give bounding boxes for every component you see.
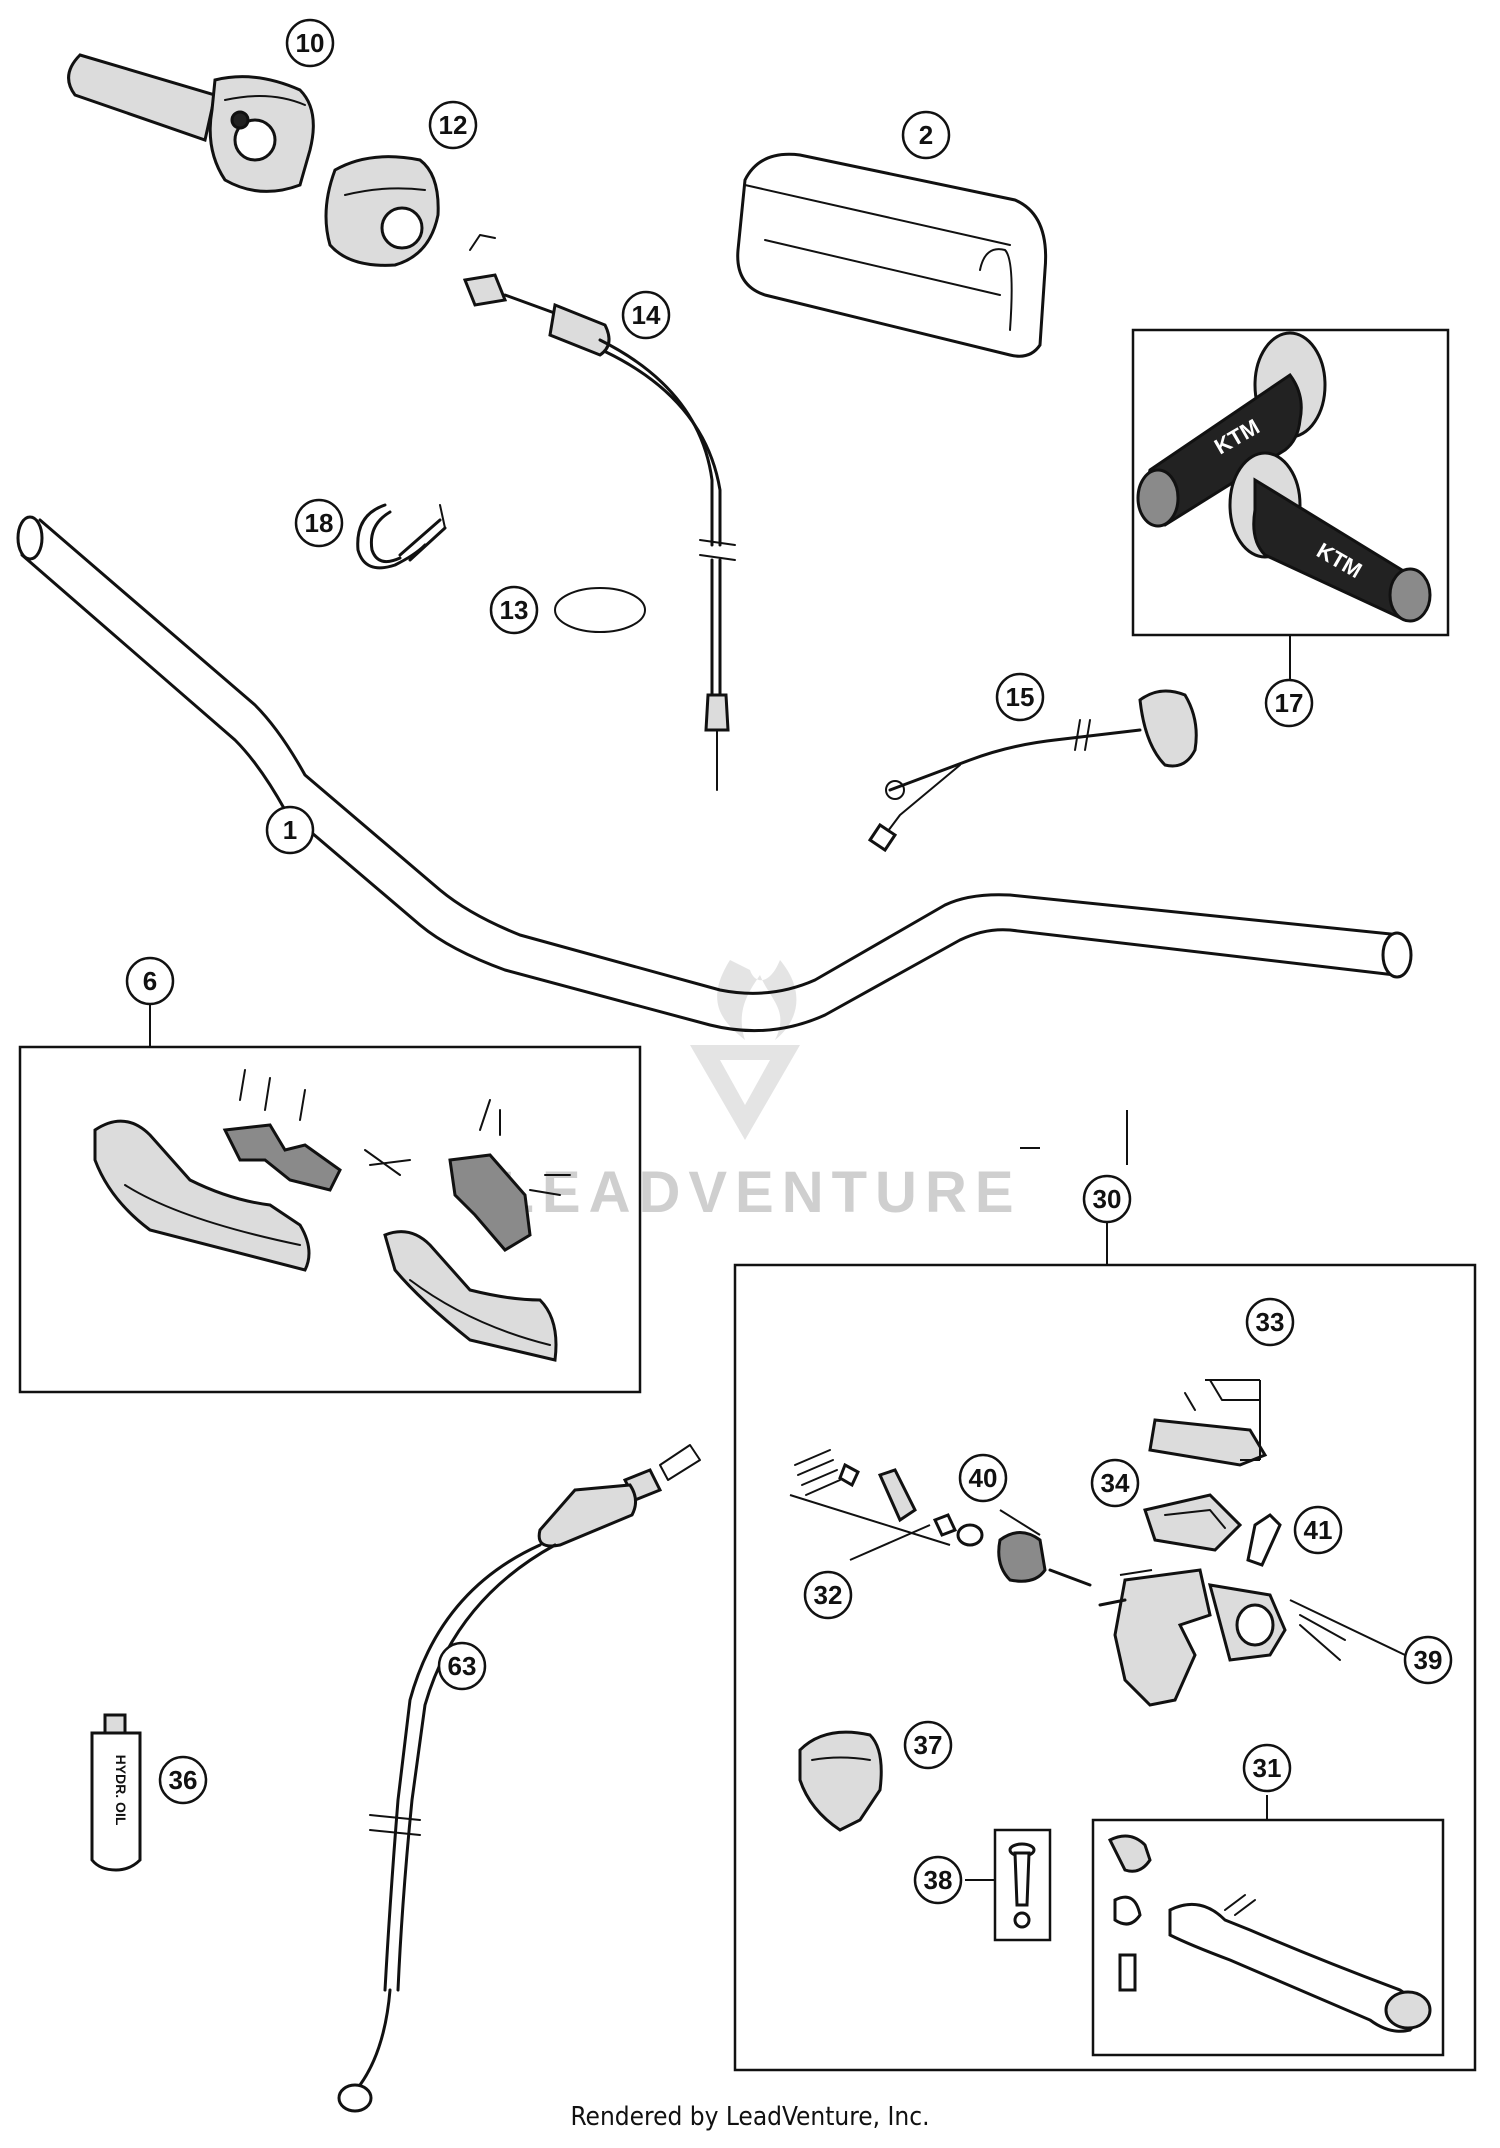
part-kill-switch xyxy=(867,689,1198,853)
watermark: LEADVENTURE xyxy=(498,960,1021,1225)
callout-13: 13 xyxy=(489,585,539,635)
part-throttle-grip xyxy=(67,53,315,193)
svg-text:33: 33 xyxy=(1256,1307,1285,1337)
svg-text:30: 30 xyxy=(1093,1184,1122,1214)
callout-37: 37 xyxy=(903,1720,953,1770)
svg-text:37: 37 xyxy=(914,1730,943,1760)
handguard-box xyxy=(18,1045,642,1394)
part-hydraulic-oil: HYDR. OIL xyxy=(90,1713,142,1872)
svg-text:39: 39 xyxy=(1414,1645,1443,1675)
part-handguards xyxy=(93,1069,571,1362)
svg-text:40: 40 xyxy=(969,1463,998,1493)
svg-text:17: 17 xyxy=(1275,688,1304,718)
svg-text:41: 41 xyxy=(1304,1515,1333,1545)
callout-10: 10 xyxy=(285,18,335,68)
master-cylinder-box xyxy=(733,1263,1477,2072)
part-screw-41 xyxy=(1246,1513,1282,1567)
callout-2: 2 xyxy=(901,110,951,160)
svg-text:2: 2 xyxy=(919,120,933,150)
callout-41: 41 xyxy=(1293,1505,1343,1555)
callout-14: 14 xyxy=(621,290,671,340)
svg-text:12: 12 xyxy=(439,110,468,140)
svg-text:6: 6 xyxy=(143,966,157,996)
svg-text:13: 13 xyxy=(500,595,529,625)
callout-12: 12 xyxy=(428,100,478,150)
callout-39: 39 xyxy=(1403,1635,1453,1685)
callout-18: 18 xyxy=(294,498,344,548)
part-clutch-hose xyxy=(337,1444,701,2113)
part-cable-tie xyxy=(356,503,447,570)
callout-36: 36 xyxy=(158,1755,208,1805)
svg-text:38: 38 xyxy=(924,1865,953,1895)
leader-lines xyxy=(849,1110,1153,1576)
callouts: 10 12 2 14 18 13 17 15 1 6 30 33 40 34 4… xyxy=(125,18,1453,1905)
part-throttle-cable xyxy=(462,234,736,791)
part-bolt-38 xyxy=(1008,1842,1036,1929)
callout-6: 6 xyxy=(125,956,175,1006)
callout-32: 32 xyxy=(803,1570,853,1620)
svg-text:34: 34 xyxy=(1101,1468,1130,1498)
callout-38: 38 xyxy=(913,1855,963,1905)
callout-40: 40 xyxy=(958,1453,1008,1503)
part-clutch-cap xyxy=(798,1730,883,1832)
part-handlebar-pad xyxy=(736,152,1048,358)
callout-33: 33 xyxy=(1245,1297,1295,1347)
svg-text:63: 63 xyxy=(448,1651,477,1681)
bolt-box xyxy=(993,1828,1052,1942)
footer-credit: Rendered by LeadVenture, Inc. xyxy=(570,2102,930,2132)
callout-63: 63 xyxy=(437,1641,487,1691)
part-boot xyxy=(997,1509,1092,1587)
callout-1: 1 xyxy=(265,805,315,855)
svg-text:14: 14 xyxy=(632,300,661,330)
svg-text:36: 36 xyxy=(169,1765,198,1795)
part-handlebar xyxy=(16,515,1413,1033)
svg-text:15: 15 xyxy=(1006,682,1035,712)
callout-17: 17 xyxy=(1264,678,1314,728)
svg-text:1: 1 xyxy=(283,815,297,845)
part-master-cylinder xyxy=(1098,1568,1406,1707)
watermark-text: LEADVENTURE xyxy=(498,1160,1021,1225)
part-diaphragm xyxy=(1143,1493,1243,1552)
part-throttle-cover xyxy=(324,155,440,267)
svg-text:31: 31 xyxy=(1253,1753,1282,1783)
part-grips: KTM KTM xyxy=(1136,331,1432,623)
svg-text:18: 18 xyxy=(305,508,334,538)
part-piston-kit xyxy=(789,1449,984,1547)
bottle-label: HYDR. OIL xyxy=(113,1755,129,1826)
svg-text:32: 32 xyxy=(814,1580,843,1610)
callout-31: 31 xyxy=(1242,1743,1292,1793)
part-clutch-lever xyxy=(1107,1834,1432,2033)
callout-34: 34 xyxy=(1090,1458,1140,1508)
callout-15: 15 xyxy=(995,672,1045,722)
svg-text:10: 10 xyxy=(296,28,325,58)
part-oring xyxy=(554,587,646,633)
part-reservoir-cover xyxy=(1148,1379,1268,1467)
callout-30: 30 xyxy=(1082,1174,1132,1224)
